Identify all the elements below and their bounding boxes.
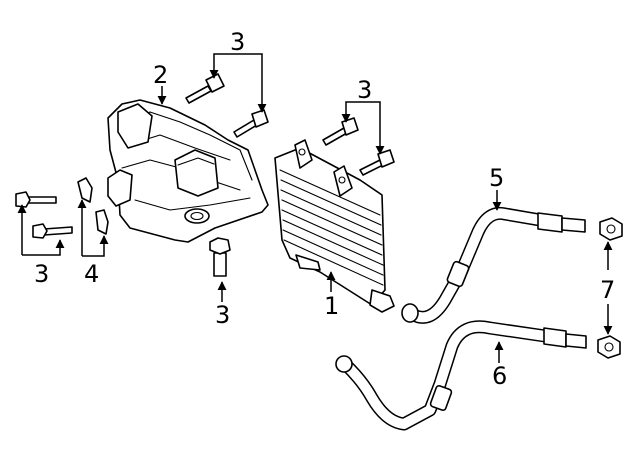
callout-6: 6 (492, 362, 507, 390)
bolt-left-upper (15, 191, 57, 208)
oil-cooler-hose-lower (335, 320, 587, 431)
clip-lower (95, 209, 109, 235)
fitting-nut-upper (599, 217, 623, 241)
oil-cooler (274, 139, 395, 313)
callout-3-top-right: 3 (357, 76, 372, 104)
bolt-bottom (209, 237, 231, 277)
callout-3-left: 3 (34, 260, 49, 288)
callout-5: 5 (489, 164, 504, 192)
bolt-top-right (233, 109, 269, 138)
clip-upper (77, 177, 93, 203)
fitting-nut-lower (597, 335, 621, 359)
callout-7: 7 (600, 276, 615, 304)
bolt-cooler-lower (359, 149, 395, 176)
callout-1: 1 (324, 292, 339, 320)
leader-lines (17, 53, 613, 363)
bolt-top-left (185, 73, 225, 104)
callout-3-bottom: 3 (215, 301, 230, 329)
callout-3-top-left: 3 (230, 28, 245, 56)
callout-2: 2 (153, 61, 168, 89)
callout-4: 4 (84, 260, 99, 288)
heat-shield (107, 99, 269, 243)
oil-cooler-hose-upper (401, 206, 586, 324)
bolt-left-lower (32, 223, 73, 239)
bolt-cooler-upper (322, 117, 359, 146)
